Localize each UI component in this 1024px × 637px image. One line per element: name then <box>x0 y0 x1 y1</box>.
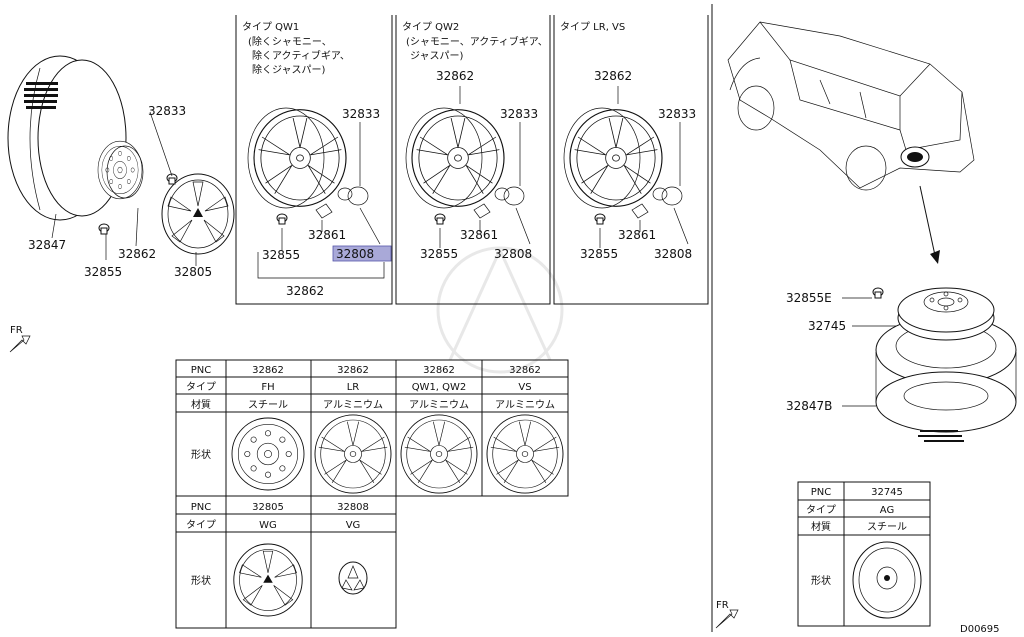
panel-qw1-note3: 除くジャスパー) <box>252 63 325 76</box>
main-table-text: PNC タイプ 材質 形状 32862 FH スチール 32862 LR アルミ… <box>186 365 555 587</box>
panel-lrvs-title: タイプ LR, VS <box>560 21 625 33</box>
vehicle-outline <box>727 21 975 191</box>
callout-32861-lrvs: 32861 <box>618 228 656 242</box>
callout-32808-qw1: 32808 <box>336 247 374 261</box>
spare-type: AG <box>880 505 894 516</box>
main-table-grid <box>175 359 569 629</box>
pointer-arrow <box>919 185 937 261</box>
callout-32855-left: 32855 <box>84 265 122 279</box>
fr-arrow-right <box>715 609 739 629</box>
callout-32861-qw2: 32861 <box>460 228 498 242</box>
callout-32847B: 32847B <box>786 399 832 413</box>
cell2-type-2: VG <box>346 520 361 531</box>
callout-32833-lrvs: 32833 <box>658 107 696 121</box>
row2-label-type: タイプ <box>186 519 216 531</box>
callout-32862-qw2: 32862 <box>436 69 474 83</box>
cell-material-1: スチール <box>248 399 288 411</box>
cell-material-3: アルミニウム <box>409 399 469 411</box>
spare-table-grid <box>797 481 931 627</box>
cell-material-4: アルミニウム <box>495 399 555 411</box>
callout-32855-qw1: 32855 <box>262 248 300 262</box>
callout-32847: 32847 <box>28 238 66 252</box>
spare-label-material: 材質 <box>811 520 831 533</box>
callout-32833-qw1: 32833 <box>342 107 380 121</box>
cell-pnc-4: 32862 <box>509 365 541 376</box>
callout-32855-qw2: 32855 <box>420 247 458 261</box>
cell2-type-1: WG <box>259 520 277 531</box>
panel-qw2-title: タイプ QW2 <box>402 21 459 33</box>
cell-pnc-1: 32862 <box>252 365 284 376</box>
cell2-pnc-1: 32805 <box>252 502 284 513</box>
spare-tire-under-car <box>900 146 930 168</box>
cell-type-2: LR <box>347 382 360 393</box>
panel-qw1-note1: (除くシャモニー、 <box>248 35 332 48</box>
figure-code: D00695 <box>960 624 1000 635</box>
spare-label-type: タイプ <box>806 504 836 516</box>
fr-label-right: FR <box>716 600 729 611</box>
spare-wheel-assembly <box>872 287 1017 442</box>
alloy-wheel-lrvs <box>569 109 663 207</box>
fr-label-left: FR <box>10 325 23 336</box>
cell-type-1: FH <box>261 382 274 393</box>
row2-label-shape: 形状 <box>191 574 211 587</box>
cell-type-3: QW1, QW2 <box>412 382 467 393</box>
cell-material-2: アルミニウム <box>323 399 383 411</box>
callout-32862-lrvs: 32862 <box>594 69 632 83</box>
watermark-emblem <box>436 246 564 374</box>
callout-32805: 32805 <box>174 265 212 279</box>
shape-steel-fh <box>231 417 305 491</box>
row2-label-pnc: PNC <box>191 502 212 513</box>
callout-32745: 32745 <box>808 319 846 333</box>
callout-32808-lrvs: 32808 <box>654 247 692 261</box>
cell2-pnc-2: 32808 <box>337 502 369 513</box>
shape-alloy-lr <box>314 414 392 494</box>
tire-assembly-left <box>7 55 235 266</box>
cell-pnc-3: 32862 <box>423 365 455 376</box>
spare-material: スチール <box>867 521 907 533</box>
highlight-32808 <box>332 245 392 262</box>
panel-qw1-title: タイプ QW1 <box>242 21 299 33</box>
callout-32862-qw1: 32862 <box>286 284 324 298</box>
callout-32808-qw2: 32808 <box>494 247 532 261</box>
shape-center-cap-vg <box>338 561 368 595</box>
cell-pnc-2: 32862 <box>337 365 369 376</box>
panel-qw2-note2: ジャスパー) <box>410 50 463 62</box>
callout-32862-left: 32862 <box>118 247 156 261</box>
alloy-wheel-qw1 <box>253 109 347 207</box>
callout-32833-qw2: 32833 <box>500 107 538 121</box>
row-label-type: タイプ <box>186 381 216 393</box>
row-label-shape: 形状 <box>191 448 211 461</box>
row-label-pnc: PNC <box>191 365 212 376</box>
spare-pnc: 32745 <box>871 487 903 498</box>
shape-alloy-vs <box>486 414 564 494</box>
callout-32855E: 32855E <box>786 291 832 305</box>
shape-alloy-qw <box>400 414 478 494</box>
cell-type-4: VS <box>518 382 531 393</box>
callout-32861-qw1: 32861 <box>308 228 346 242</box>
panel-frames <box>235 4 713 632</box>
spare-label-shape: 形状 <box>811 574 831 587</box>
fr-arrow-left <box>9 335 31 353</box>
spare-label-pnc: PNC <box>811 487 832 498</box>
alloy-wheel-qw2 <box>411 109 505 207</box>
callout-32833-left: 32833 <box>148 104 186 118</box>
shape-wheel-cover-wg <box>233 543 303 617</box>
row-label-material: 材質 <box>191 398 211 411</box>
tread-pattern <box>24 82 58 109</box>
panel-qw1-note2: 除くアクティブギア、 <box>252 49 350 62</box>
shape-spare-wheel <box>852 541 922 619</box>
callout-32855-lrvs: 32855 <box>580 247 618 261</box>
panel-qw2-note1: (シャモニー、アクティブギア、 <box>406 35 548 48</box>
